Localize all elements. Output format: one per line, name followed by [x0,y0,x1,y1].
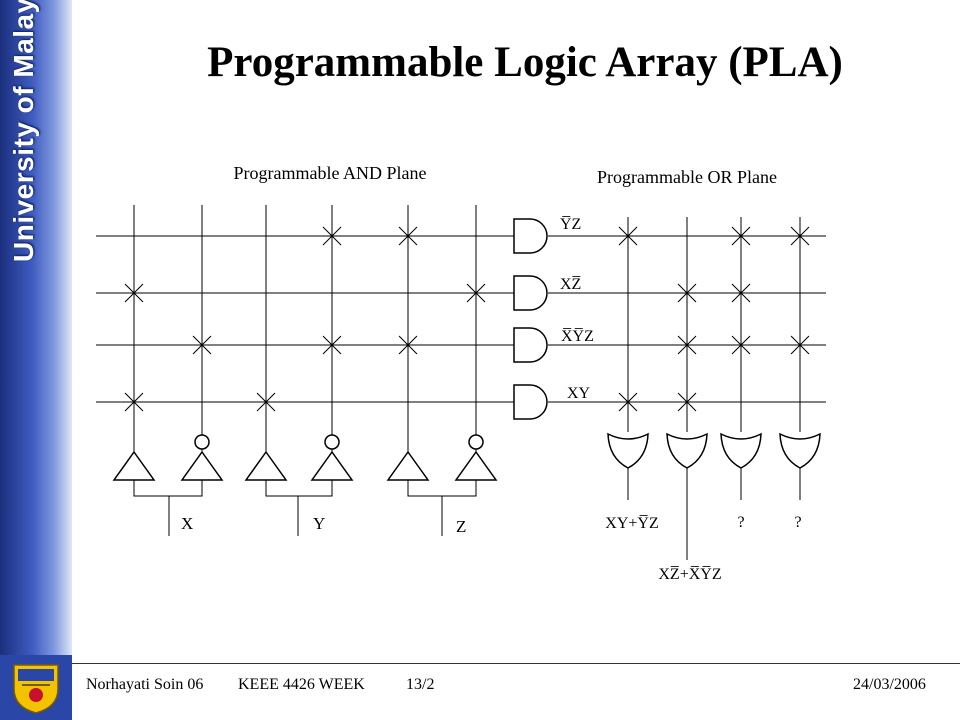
input-label: Z [456,517,466,536]
or-connection-cross [790,226,810,246]
output-label: ? [794,514,801,531]
input-label: X [181,514,193,533]
sidebar-banner: University of Malaya [0,0,72,655]
and-connection-cross [124,392,144,412]
input-inverter [180,450,224,481]
footer-author: Norhayati Soin 06 [86,676,204,693]
and-connection-cross [124,283,144,303]
or-gate [607,432,649,469]
or-gate [720,432,762,469]
product-term-label: X̅Y̅Z [561,327,594,345]
product-term-label: Y̅Z [560,216,581,233]
inverter-bubble [194,434,210,450]
and-gate [513,218,548,254]
product-term-label: XZ̅ [560,275,581,293]
input-buffer-join [407,480,477,497]
pla-diagram: Programmable AND Plane Programmable OR P… [96,163,826,583]
footer-date: 24/03/2006 [853,676,926,693]
and-connection-cross [398,226,418,246]
and-plane-label: Programmable AND Plane [234,163,427,183]
inverter-bubble [324,434,340,450]
input-buffer-join [133,480,203,497]
input-buffer [244,450,288,481]
or-connection-cross [677,392,697,412]
and-connection-cross [466,283,486,303]
and-gate [513,275,548,311]
or-connection-cross [618,226,638,246]
output-label: ? [737,514,744,531]
and-connection-cross [398,335,418,355]
or-connection-cross [731,226,751,246]
and-gate [513,384,548,420]
input-inverter [310,450,354,481]
footer-page: 13/2 [406,676,435,693]
footer-course: KEEE 4426 WEEK [238,676,365,693]
or-connection-cross [731,283,751,303]
product-term-label: XY [567,385,591,402]
output-label: XY+Y̅Z [605,515,658,532]
or-connection-cross [677,335,697,355]
input-buffer [112,450,156,481]
or-connection-cross [677,283,697,303]
or-connection-cross [618,392,638,412]
output-label: XZ̅+X̅Y̅Z [658,565,721,583]
or-plane-label: Programmable OR Plane [597,167,777,187]
and-connection-cross [192,335,212,355]
input-buffer-join [265,480,333,497]
or-connection-cross [731,335,751,355]
or-connection-cross [790,335,810,355]
footer-divider [72,663,960,664]
and-gate [513,327,548,363]
slide-title: Programmable Logic Array (PLA) [207,39,843,86]
university-crest-icon [13,664,59,714]
and-connection-cross [256,392,276,412]
or-gate [666,432,708,469]
input-inverter [454,450,498,481]
and-connection-cross [322,335,342,355]
input-label: Y [313,514,325,533]
inverter-bubble [468,434,484,450]
and-connection-cross [322,226,342,246]
input-buffer [386,450,430,481]
or-gate [779,432,821,469]
